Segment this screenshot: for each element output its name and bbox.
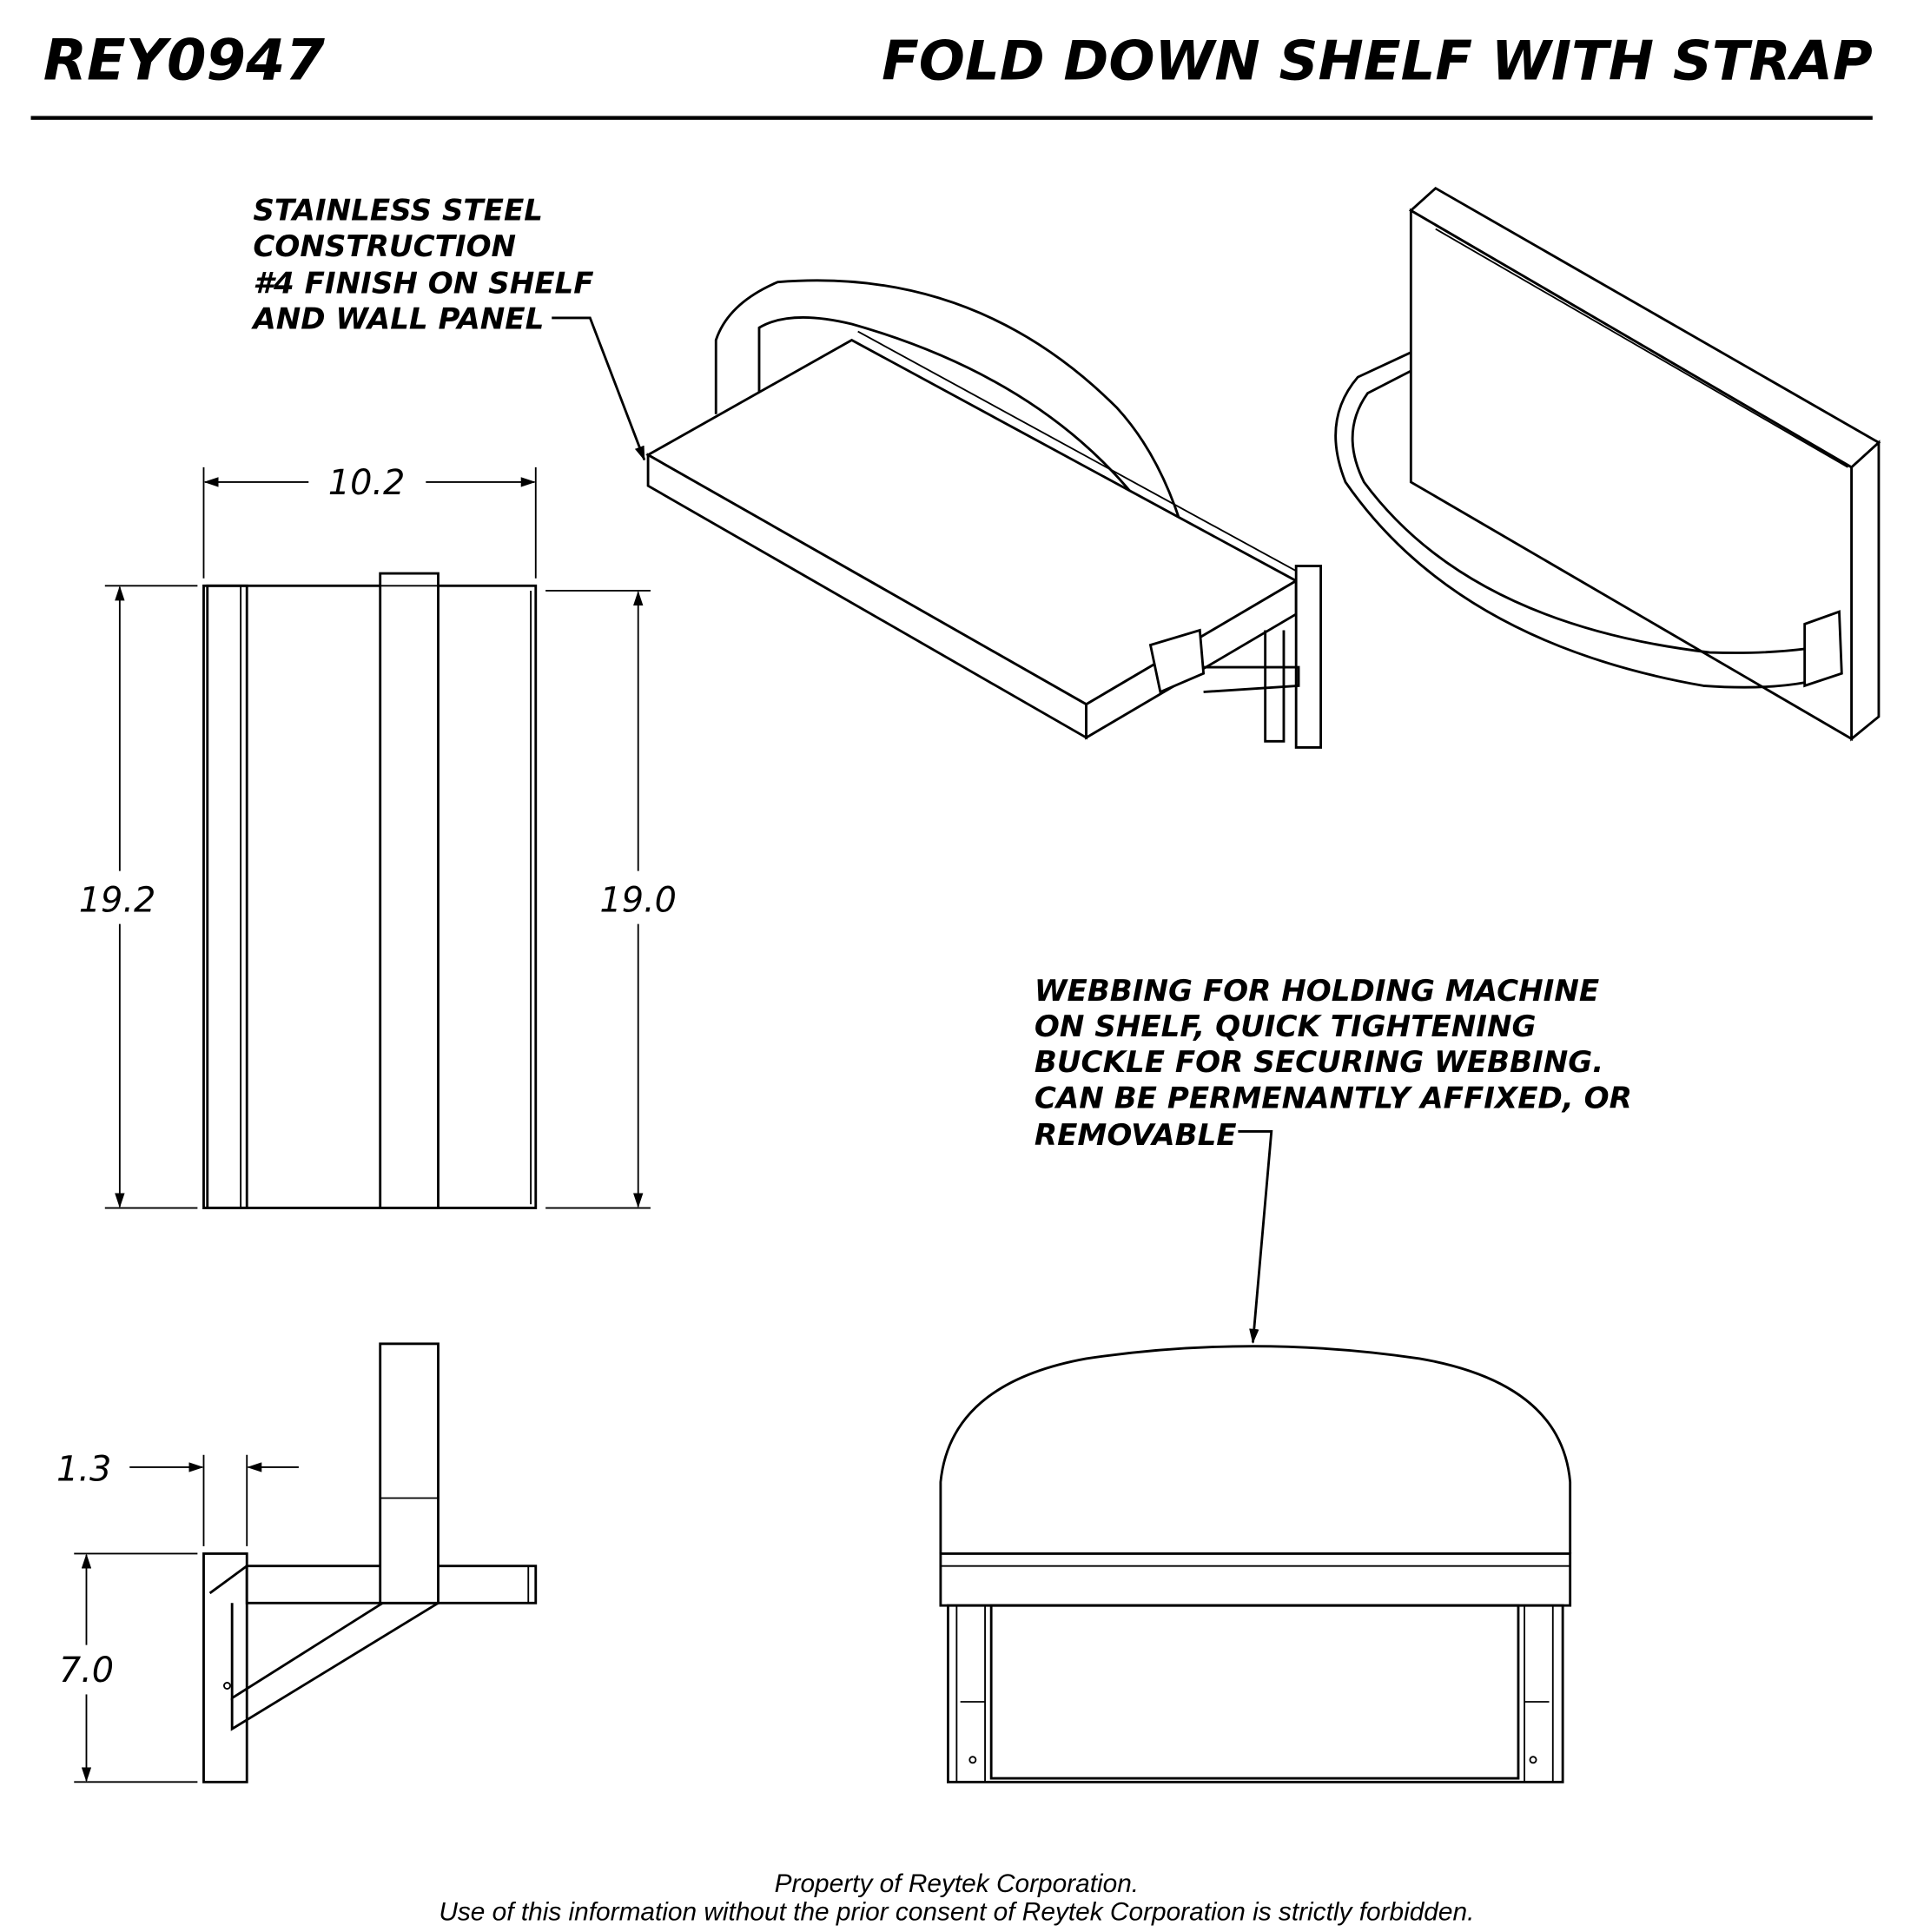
dimension-width: 10.2	[202, 463, 537, 579]
dimension-height-left: 19.2	[79, 585, 198, 1209]
svg-text:10.2: 10.2	[328, 463, 406, 503]
svg-text:REMOVABLE: REMOVABLE	[1035, 1118, 1237, 1153]
material-note: STAINLESS STEEL CONSTRUCTION #4 FINISH O…	[250, 194, 646, 461]
svg-text:CAN BE PERMENANTLY AFFIXED, OR: CAN BE PERMENANTLY AFFIXED, OR	[1035, 1081, 1632, 1115]
svg-text:1.3: 1.3	[56, 1450, 111, 1490]
svg-text:STAINLESS STEEL: STAINLESS STEEL	[253, 194, 543, 228]
front-elevation-with-strap	[939, 1345, 1572, 1783]
dimension-depth: 7.0	[59, 1552, 198, 1783]
svg-text:ON SHELF, QUICK TIGHTENING: ON SHELF, QUICK TIGHTENING	[1035, 1009, 1537, 1044]
drawing-title: FOLD DOWN SHELF WITH STRAP	[882, 30, 1873, 93]
webbing-note: WEBBING FOR HOLDING MACHINE ON SHELF, QU…	[1035, 974, 1632, 1344]
svg-text:19.2: 19.2	[79, 880, 156, 920]
svg-text:BUCKLE FOR SECURING WEBBING.: BUCKLE FOR SECURING WEBBING.	[1035, 1045, 1603, 1080]
svg-text:7.0: 7.0	[59, 1651, 114, 1690]
dimension-thickness: 1.3	[56, 1450, 299, 1546]
dimension-height-right: 19.0	[545, 590, 677, 1209]
isometric-view-panel	[1334, 186, 1881, 742]
svg-text:WEBBING FOR HOLDING MACHINE: WEBBING FOR HOLDING MACHINE	[1035, 974, 1599, 1009]
front-view	[202, 572, 538, 1209]
svg-text:CONSTRUCTION: CONSTRUCTION	[253, 229, 516, 264]
svg-text:AND WALL PANEL: AND WALL PANEL	[250, 302, 544, 337]
footer-line-2: Use of this information without the prio…	[439, 1898, 1474, 1927]
svg-text:#4 FINISH ON SHELF: #4 FINISH ON SHELF	[253, 266, 593, 301]
part-number: REY0947	[43, 28, 326, 94]
svg-text:19.0: 19.0	[599, 880, 677, 920]
isometric-view-shelf	[645, 279, 1323, 749]
footer-line-1: Property of Reytek Corporation.	[775, 1869, 1139, 1898]
side-view	[202, 1342, 538, 1783]
